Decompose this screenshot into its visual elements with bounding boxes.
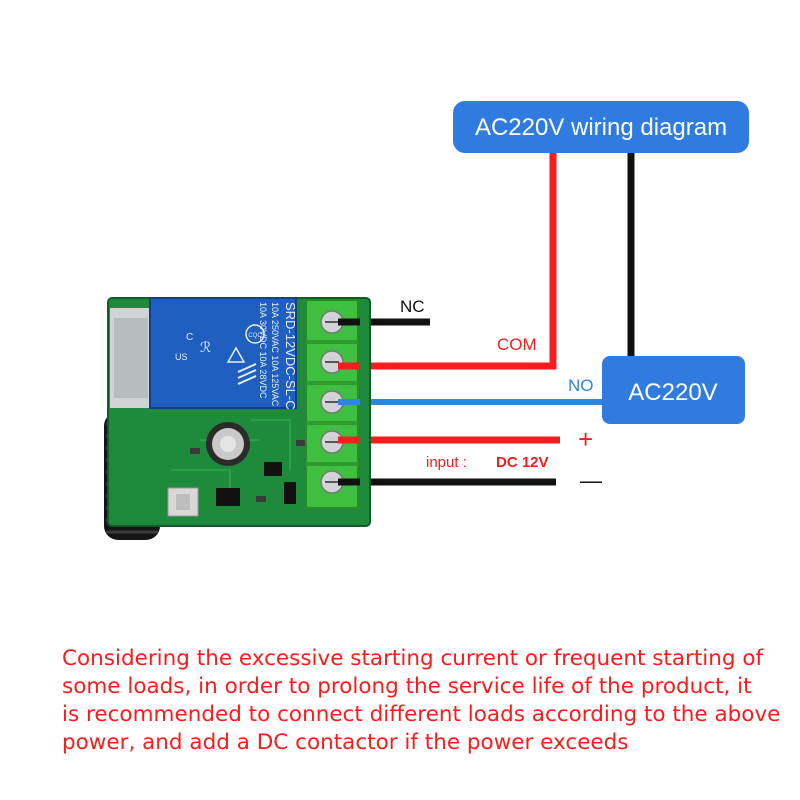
input-value: DC 12V	[496, 454, 549, 471]
com-label: COM	[497, 335, 537, 354]
terminal-block	[305, 299, 359, 509]
resistor-3	[296, 440, 306, 446]
resistor-2	[256, 496, 266, 502]
nc-label: NC	[400, 297, 425, 316]
wire-red-com	[330, 152, 557, 370]
note-line-2: some loads, in order to prolong the serv…	[62, 674, 752, 699]
ic-chip	[216, 488, 240, 506]
diode	[284, 482, 296, 504]
ul-mark: ℛ	[200, 339, 211, 355]
note-line-1: Considering the excessive starting curre…	[62, 646, 764, 671]
warning-triangle-icon	[226, 346, 246, 363]
relay-rating-1: 10A 250VAC 10A 125VAC	[270, 302, 280, 407]
note-line-3: is recommended to connect different load…	[62, 702, 781, 727]
ac-source-box: AC220V	[602, 356, 745, 424]
cqc-mark: CQC	[248, 333, 262, 339]
capacitor	[206, 422, 250, 466]
logo-icon	[237, 363, 257, 385]
input-label: input :	[426, 454, 467, 471]
c-mark: C	[186, 332, 193, 343]
ac-source-label: AC220V	[628, 379, 717, 406]
title-box: AC220V wiring diagram	[453, 101, 749, 153]
relay-module: SRD-12VDC-SL-C 10A 250VAC 10A 125VAC 10A…	[104, 297, 371, 540]
relay-component: SRD-12VDC-SL-C 10A 250VAC 10A 125VAC 10A…	[149, 297, 298, 410]
terminal-screws	[320, 310, 344, 494]
transistor	[264, 462, 282, 476]
plus-label: +	[578, 424, 593, 454]
us-mark: US	[175, 352, 188, 362]
push-button	[167, 487, 199, 517]
minus-label: —	[580, 468, 602, 493]
title-box-label: AC220V wiring diagram	[475, 114, 727, 141]
relay-rating-2: 10A 30VDC 10A 28VDC	[258, 302, 268, 399]
no-label: NO	[568, 376, 594, 395]
resistor-1	[190, 448, 200, 454]
note-line-4: power, and add a DC contactor if the pow…	[62, 730, 629, 755]
warning-note: Considering the excessive starting curre…	[62, 645, 782, 757]
relay-model-text: SRD-12VDC-SL-C	[283, 302, 298, 410]
